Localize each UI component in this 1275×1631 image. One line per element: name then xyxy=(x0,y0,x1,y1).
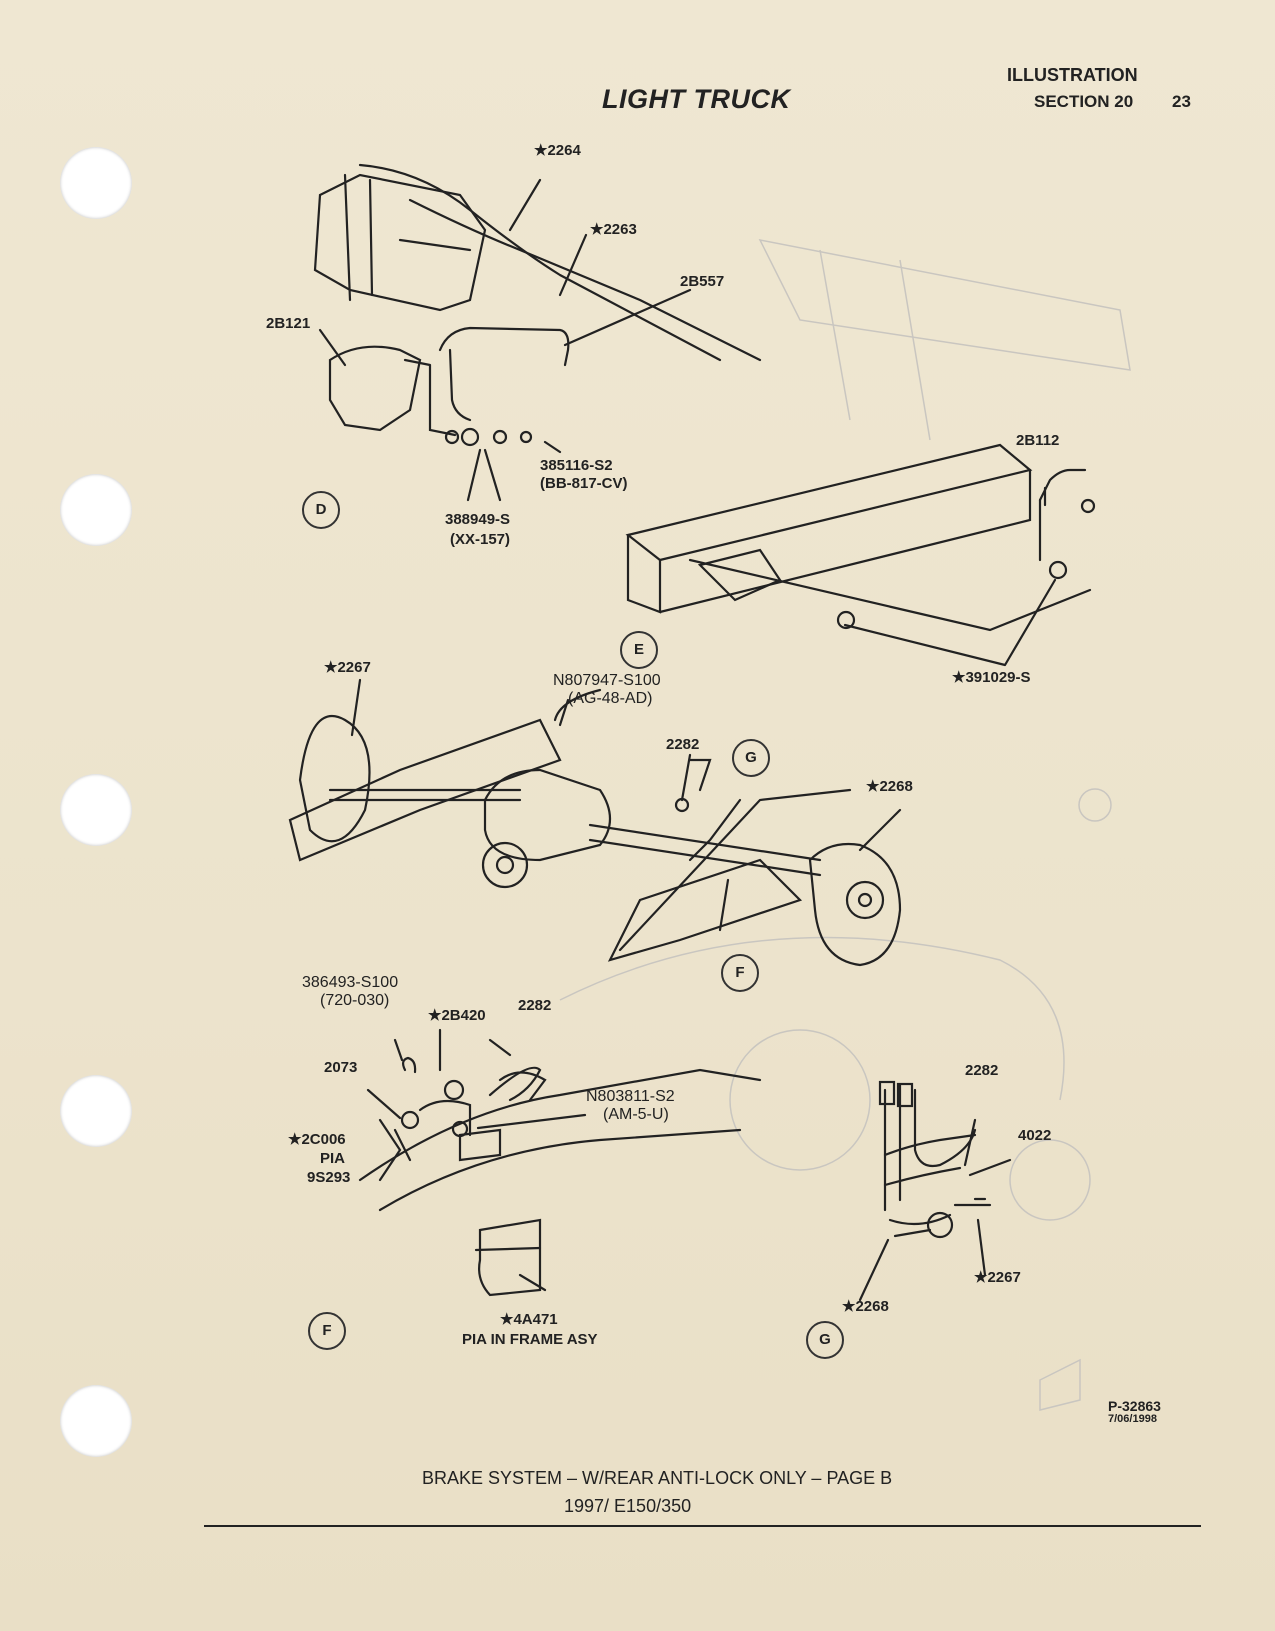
callout-n807947-s100: N807947-S100 xyxy=(553,672,661,689)
callout-pia: PIA xyxy=(320,1150,346,1167)
binder-hole xyxy=(60,474,132,546)
callout-bb-817-cv: (BB-817-CV) xyxy=(540,475,628,492)
callout-am-5-u: (AM-5-U) xyxy=(603,1106,669,1123)
callout-2b112: 2B112 xyxy=(1016,432,1060,449)
callout-385116-s2: 385116-S2 xyxy=(540,457,613,474)
section-label: SECTION 20 xyxy=(1034,92,1134,111)
page-title: LIGHT TRUCK xyxy=(602,84,791,114)
footer-model: 1997/ E150/350 xyxy=(564,1496,692,1516)
callout-388949-s: 388949-S xyxy=(445,511,511,528)
detail-marker-d: D xyxy=(302,491,340,529)
callout-2267-g: ★2267 xyxy=(974,1269,1021,1286)
detail-marker-g2: G xyxy=(806,1321,844,1359)
callout-2073: 2073 xyxy=(324,1059,358,1076)
callout-pia-in-frame-asy: PIA IN FRAME ASY xyxy=(462,1331,598,1348)
callout-n803811-s2: N803811-S2 xyxy=(586,1088,675,1105)
part-date: 7/06/1998 xyxy=(1108,1413,1157,1425)
detail-marker-f2: F xyxy=(308,1312,346,1350)
callout-720-030: (720-030) xyxy=(320,992,390,1009)
callout-xx-157: (XX-157) xyxy=(450,531,511,548)
illustration-label: ILLUSTRATION xyxy=(1007,65,1138,85)
binder-hole xyxy=(60,1385,132,1457)
callout-4022: 4022 xyxy=(1018,1127,1052,1144)
binder-hole xyxy=(60,774,132,846)
binder-hole xyxy=(60,1075,132,1147)
callout-9s293: 9S293 xyxy=(307,1169,351,1186)
callout-391029-s: ★391029-S xyxy=(952,669,1031,686)
detail-marker-f: F xyxy=(721,954,759,992)
callout-2263: ★2263 xyxy=(590,221,637,238)
page-number: 23 xyxy=(1172,92,1191,111)
callout-2b121: 2B121 xyxy=(266,315,311,332)
callout-2282: 2282 xyxy=(666,736,700,753)
callout-386493-s100: 386493-S100 xyxy=(302,974,399,991)
callout-2268-g: ★2268 xyxy=(842,1298,889,1315)
footer-rule xyxy=(204,1525,1201,1527)
callout-2268: ★2268 xyxy=(866,778,913,795)
callout-4a471: ★4A471 xyxy=(500,1311,558,1328)
callout-2267: ★2267 xyxy=(324,659,371,676)
binder-hole xyxy=(60,147,132,219)
callout-2c006: ★2C006 xyxy=(288,1131,346,1148)
callout-2b420: ★2B420 xyxy=(428,1007,486,1024)
detail-marker-g: G xyxy=(732,739,770,777)
callout-ag-48-ad: (AG-48-AD) xyxy=(568,690,653,707)
part-code: P-32863 xyxy=(1108,1398,1161,1414)
callout-2282-g: 2282 xyxy=(965,1062,999,1079)
callout-2282-f: 2282 xyxy=(518,997,552,1014)
callout-2264: ★2264 xyxy=(534,142,581,159)
footer-caption: BRAKE SYSTEM – W/REAR ANTI-LOCK ONLY – P… xyxy=(422,1468,893,1488)
callout-2b557: 2B557 xyxy=(680,273,725,290)
detail-marker-e: E xyxy=(620,631,658,669)
